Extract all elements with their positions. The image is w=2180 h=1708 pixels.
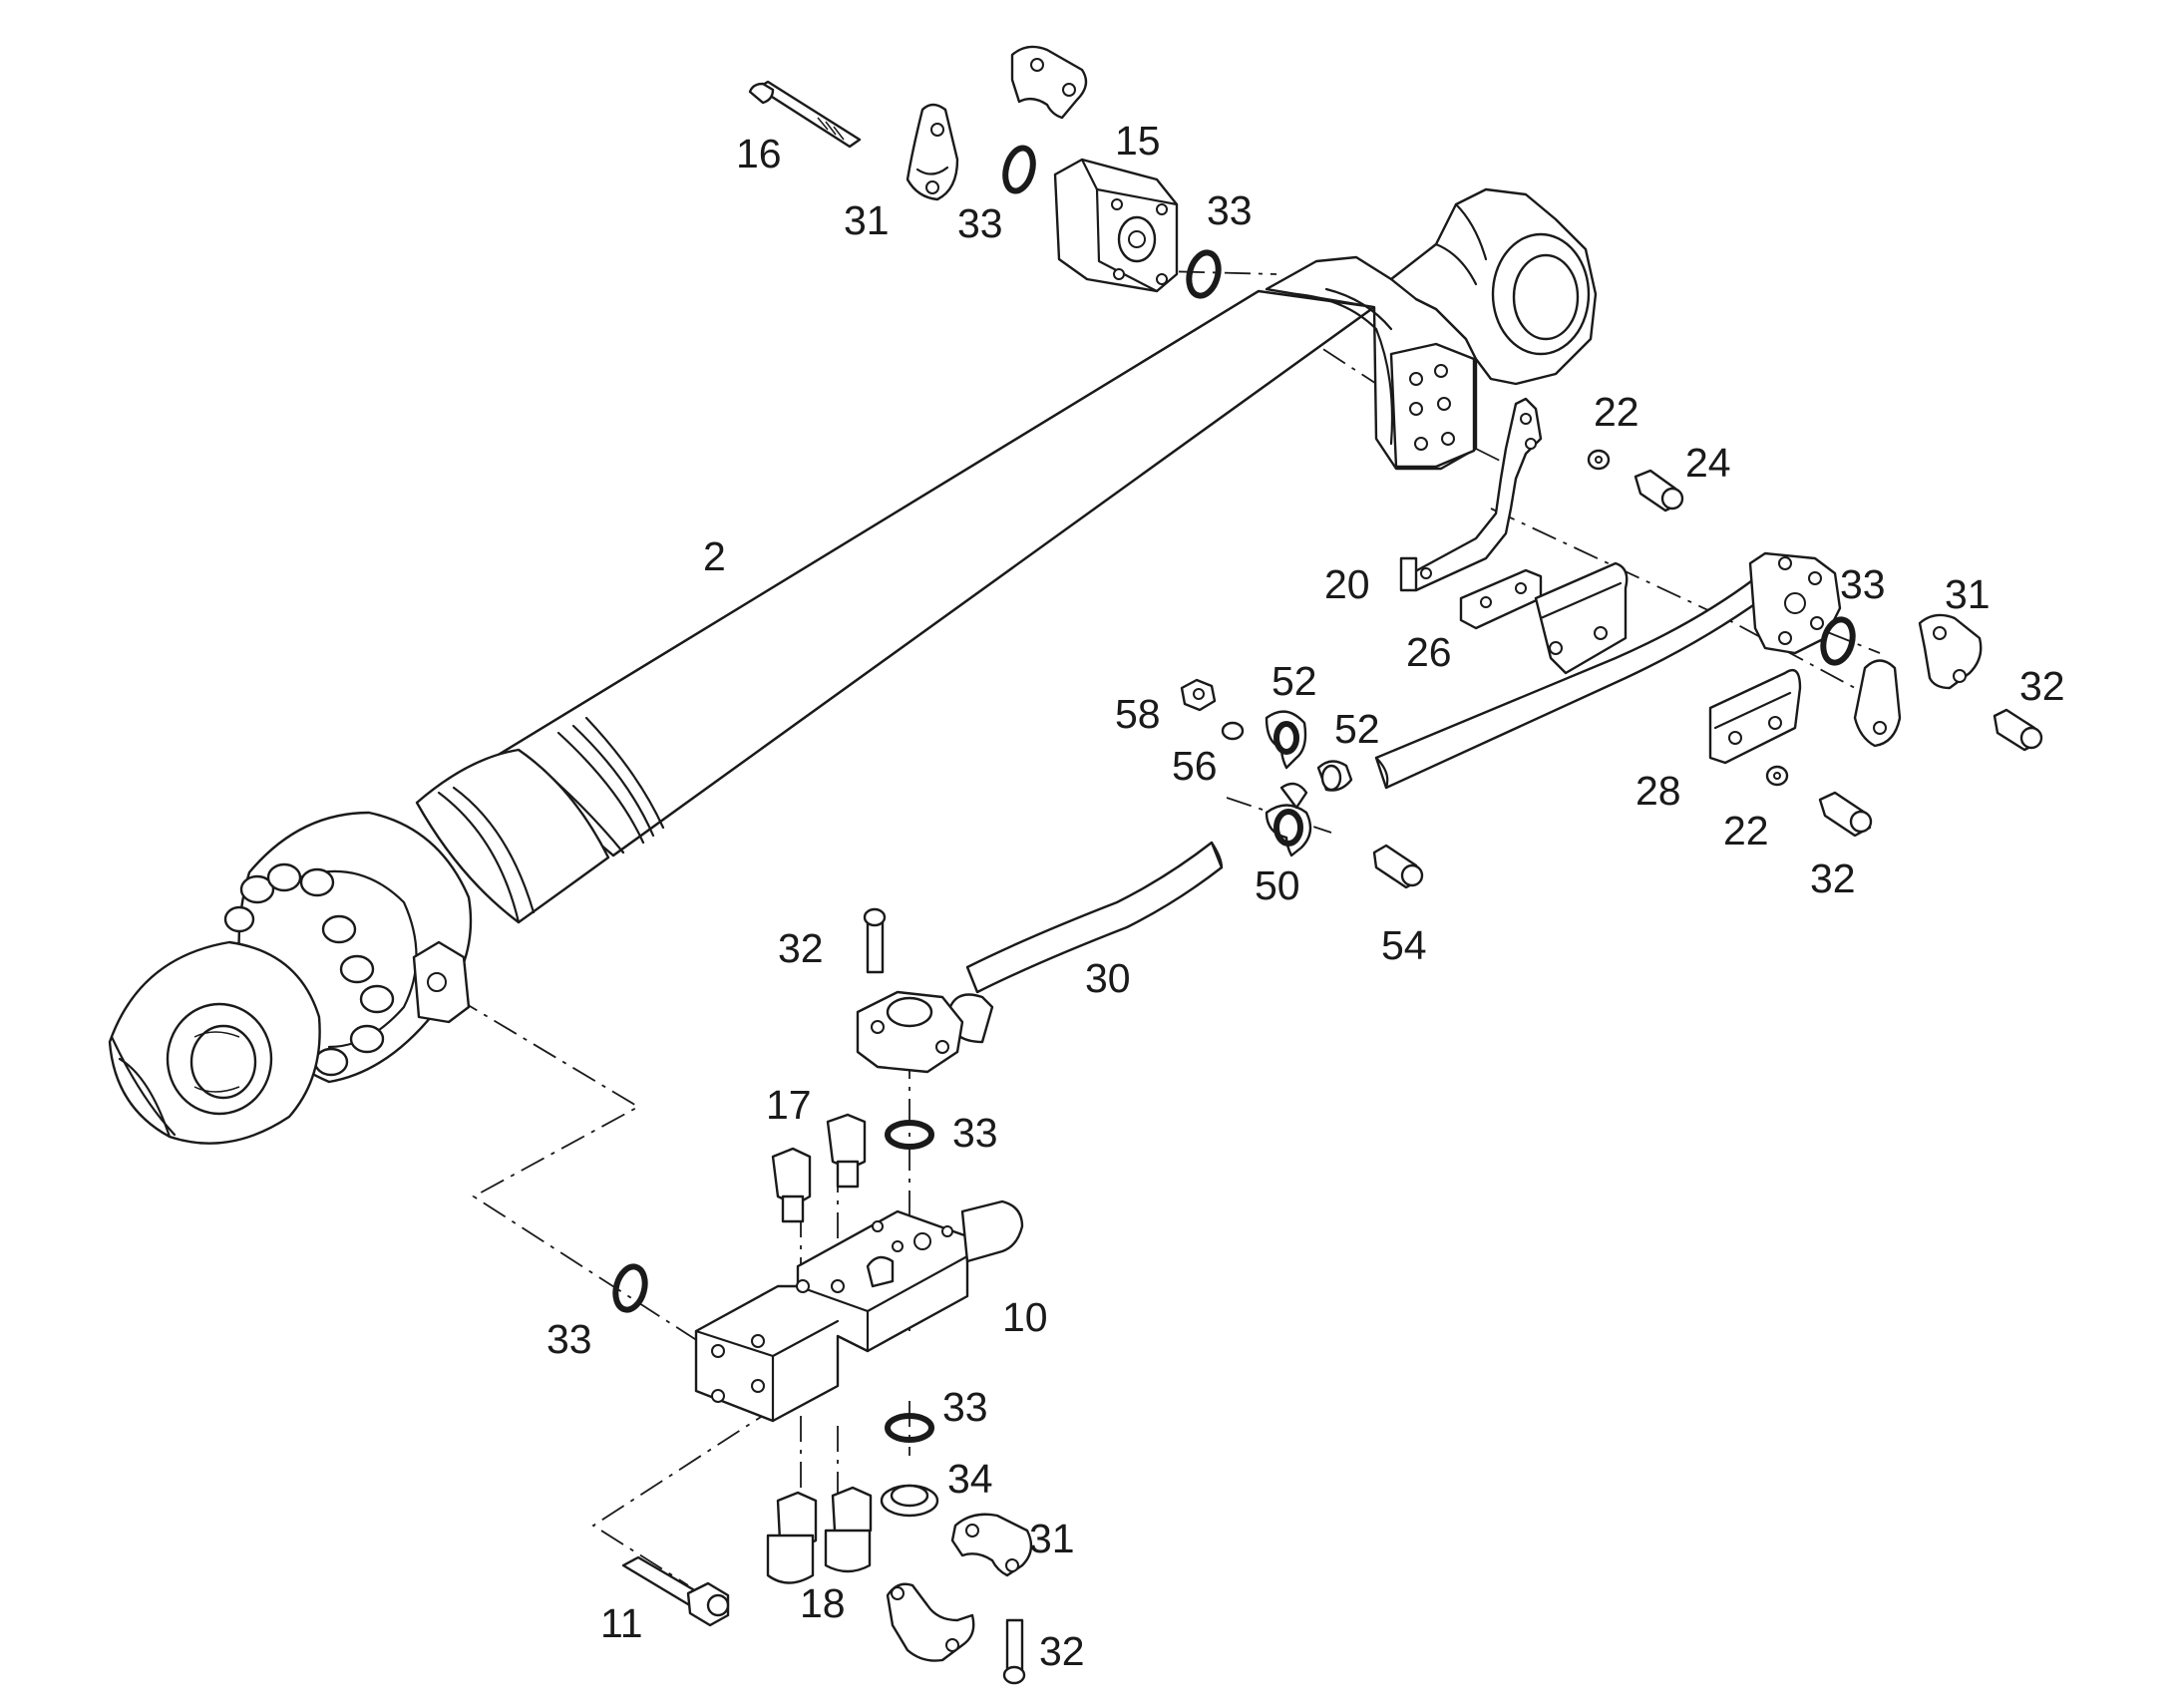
callout-34: 34 [947,1456,993,1502]
callout-56: 56 [1172,743,1218,789]
callout-33-left: 33 [546,1316,592,1362]
callout-32-lower-right: 32 [1810,855,1856,901]
callout-30: 30 [1085,955,1131,1001]
valve-block-group [612,907,1033,1685]
callout-31-right: 31 [1945,571,1991,617]
callout-24: 24 [1685,440,1731,486]
callout-15: 15 [1115,118,1161,164]
callout-31-bottom: 31 [1029,1516,1075,1561]
callout-31-top: 31 [844,197,890,243]
callout-33-top-right: 33 [1207,187,1253,233]
callout-17: 17 [766,1082,812,1128]
bracket-group [1399,397,1873,838]
callout-33-lower: 33 [942,1384,988,1430]
callout-20: 20 [1324,561,1370,607]
callout-33-top-left: 33 [957,200,1003,246]
clip-group [1180,678,1424,889]
callout-58: 58 [1115,691,1161,737]
callout-22-lower: 22 [1723,808,1769,854]
callout-32-top-left: 32 [778,925,824,971]
callout-18: 18 [800,1580,846,1626]
callout-26: 26 [1406,629,1452,675]
callout-32-bottom: 32 [1039,1628,1085,1674]
callout-16: 16 [736,131,782,176]
callout-28: 28 [1635,768,1681,814]
callout-32-right: 32 [2019,663,2065,709]
callout-labels: 2 10 11 15 16 17 18 20 22 22 24 26 28 30… [546,118,2065,1674]
callout-33-mid: 33 [952,1110,998,1156]
top-flange-group [748,45,1222,299]
callout-50: 50 [1255,862,1300,908]
callout-33-right: 33 [1840,561,1886,607]
callout-11: 11 [600,1600,643,1646]
right-flange-group [1820,613,2043,752]
callout-10: 10 [1002,1294,1048,1340]
callout-22-upper: 22 [1594,389,1639,435]
center-lines [454,268,1881,1586]
callout-54: 54 [1381,922,1427,968]
bolt-16 [748,80,862,149]
pipe-30 [856,551,1842,1074]
callout-2: 2 [703,533,726,579]
hydraulic-cylinder [108,187,1598,1145]
callout-52-right: 52 [1334,706,1380,752]
callout-52-upper: 52 [1272,658,1317,704]
